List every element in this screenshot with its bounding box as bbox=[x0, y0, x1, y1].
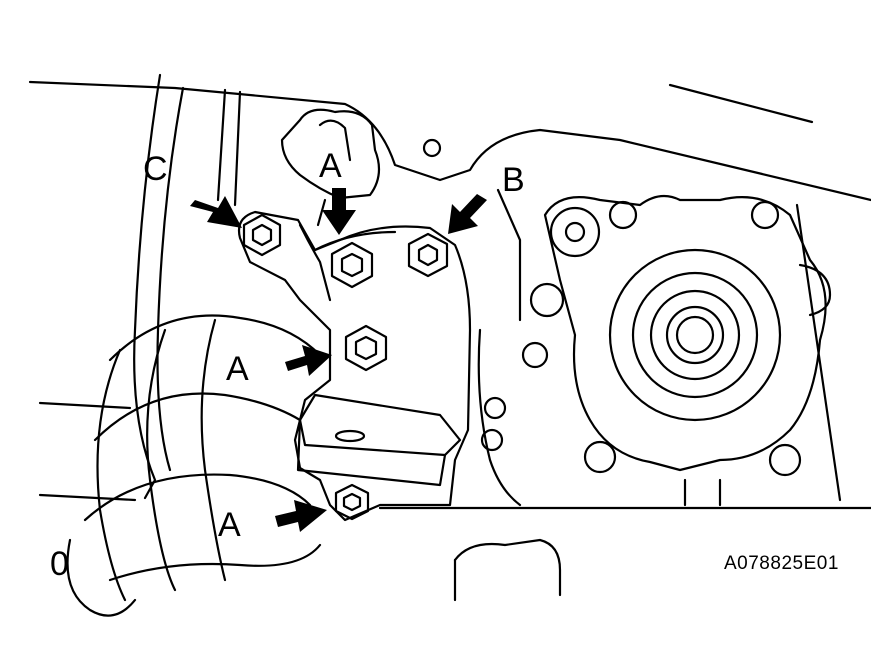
arrow-a-middle bbox=[285, 345, 332, 376]
left-rib-2 bbox=[235, 92, 240, 205]
small-hook-ring bbox=[424, 140, 440, 156]
driveshaft-boot-bottom bbox=[110, 545, 320, 580]
arrow-a-top bbox=[322, 188, 356, 235]
arrow-b bbox=[448, 194, 487, 234]
housing-top-edge-upper bbox=[670, 85, 812, 122]
callout-a-top: A bbox=[319, 147, 342, 185]
pulley-hub-inner bbox=[677, 317, 713, 353]
pump-bolt-1-inner bbox=[566, 223, 584, 241]
driveshaft-boot-rib-2 bbox=[147, 330, 175, 590]
left-rib-1 bbox=[218, 90, 225, 200]
pulley-outer bbox=[610, 250, 780, 420]
driveshaft-boot-rib-3 bbox=[202, 320, 225, 580]
housing-left-pipe-inner bbox=[158, 88, 184, 470]
pump-lower-lug bbox=[685, 480, 720, 505]
driveshaft-boot-mid bbox=[95, 393, 300, 440]
housing-lower-edge bbox=[40, 403, 130, 408]
driveshaft-boot-upper bbox=[110, 316, 320, 360]
mount-pad-hole bbox=[336, 431, 364, 441]
mount-pad-side bbox=[298, 420, 445, 485]
arrow-c bbox=[190, 196, 242, 228]
pump-bolt-8 bbox=[485, 398, 505, 418]
housing-bottom-contour bbox=[455, 540, 560, 595]
pulley-hub-outer bbox=[667, 307, 723, 363]
mount-bracket-inner-edge bbox=[300, 225, 330, 300]
pump-bolt-2 bbox=[610, 202, 636, 228]
pump-bolt-3 bbox=[752, 202, 778, 228]
mount-pad-top bbox=[300, 395, 460, 455]
bolt-a-middle bbox=[346, 326, 386, 370]
fitting-upper bbox=[282, 110, 379, 198]
pump-right-tab bbox=[800, 265, 830, 315]
pump-bolt-5 bbox=[523, 343, 547, 367]
housing-lower-edge-2 bbox=[40, 495, 135, 500]
pump-right-edge bbox=[797, 205, 840, 500]
block-rib-left bbox=[479, 330, 520, 505]
pump-bolt-6 bbox=[585, 442, 615, 472]
driveshaft-boot-rib-1 bbox=[98, 350, 126, 600]
pump-bolt-9 bbox=[482, 430, 502, 450]
pulley-ring-2 bbox=[633, 273, 757, 397]
bolt-c bbox=[244, 215, 280, 255]
driveshaft-boot-lower bbox=[85, 475, 310, 520]
block-rib-left-2 bbox=[498, 190, 520, 320]
callout-a-middle: A bbox=[226, 350, 249, 388]
leader-a-top bbox=[318, 200, 325, 225]
fitting-upper-inner bbox=[320, 121, 350, 160]
mount-bracket-outline bbox=[239, 212, 470, 520]
housing-left-pipe bbox=[134, 75, 160, 498]
pump-bolt-1 bbox=[551, 208, 599, 256]
bolt-a-lower bbox=[336, 485, 368, 519]
corner-mark: 0 bbox=[50, 545, 69, 583]
pulley-ring-3 bbox=[651, 291, 739, 379]
pump-bolt-4 bbox=[531, 284, 563, 316]
bolt-a-upper bbox=[332, 243, 372, 287]
housing-top-edge bbox=[30, 82, 871, 200]
bolt-b bbox=[409, 234, 447, 276]
callout-c: C bbox=[143, 150, 168, 188]
pump-housing bbox=[545, 196, 826, 470]
callout-a-bottom: A bbox=[218, 506, 241, 544]
arrow-a-bottom bbox=[275, 500, 327, 532]
mount-bracket-top-fold bbox=[315, 232, 395, 250]
callout-b: B bbox=[502, 161, 525, 199]
pump-bolt-7 bbox=[770, 445, 800, 475]
driveshaft-end bbox=[68, 540, 136, 616]
figure-code: A078825E01 bbox=[724, 553, 839, 574]
